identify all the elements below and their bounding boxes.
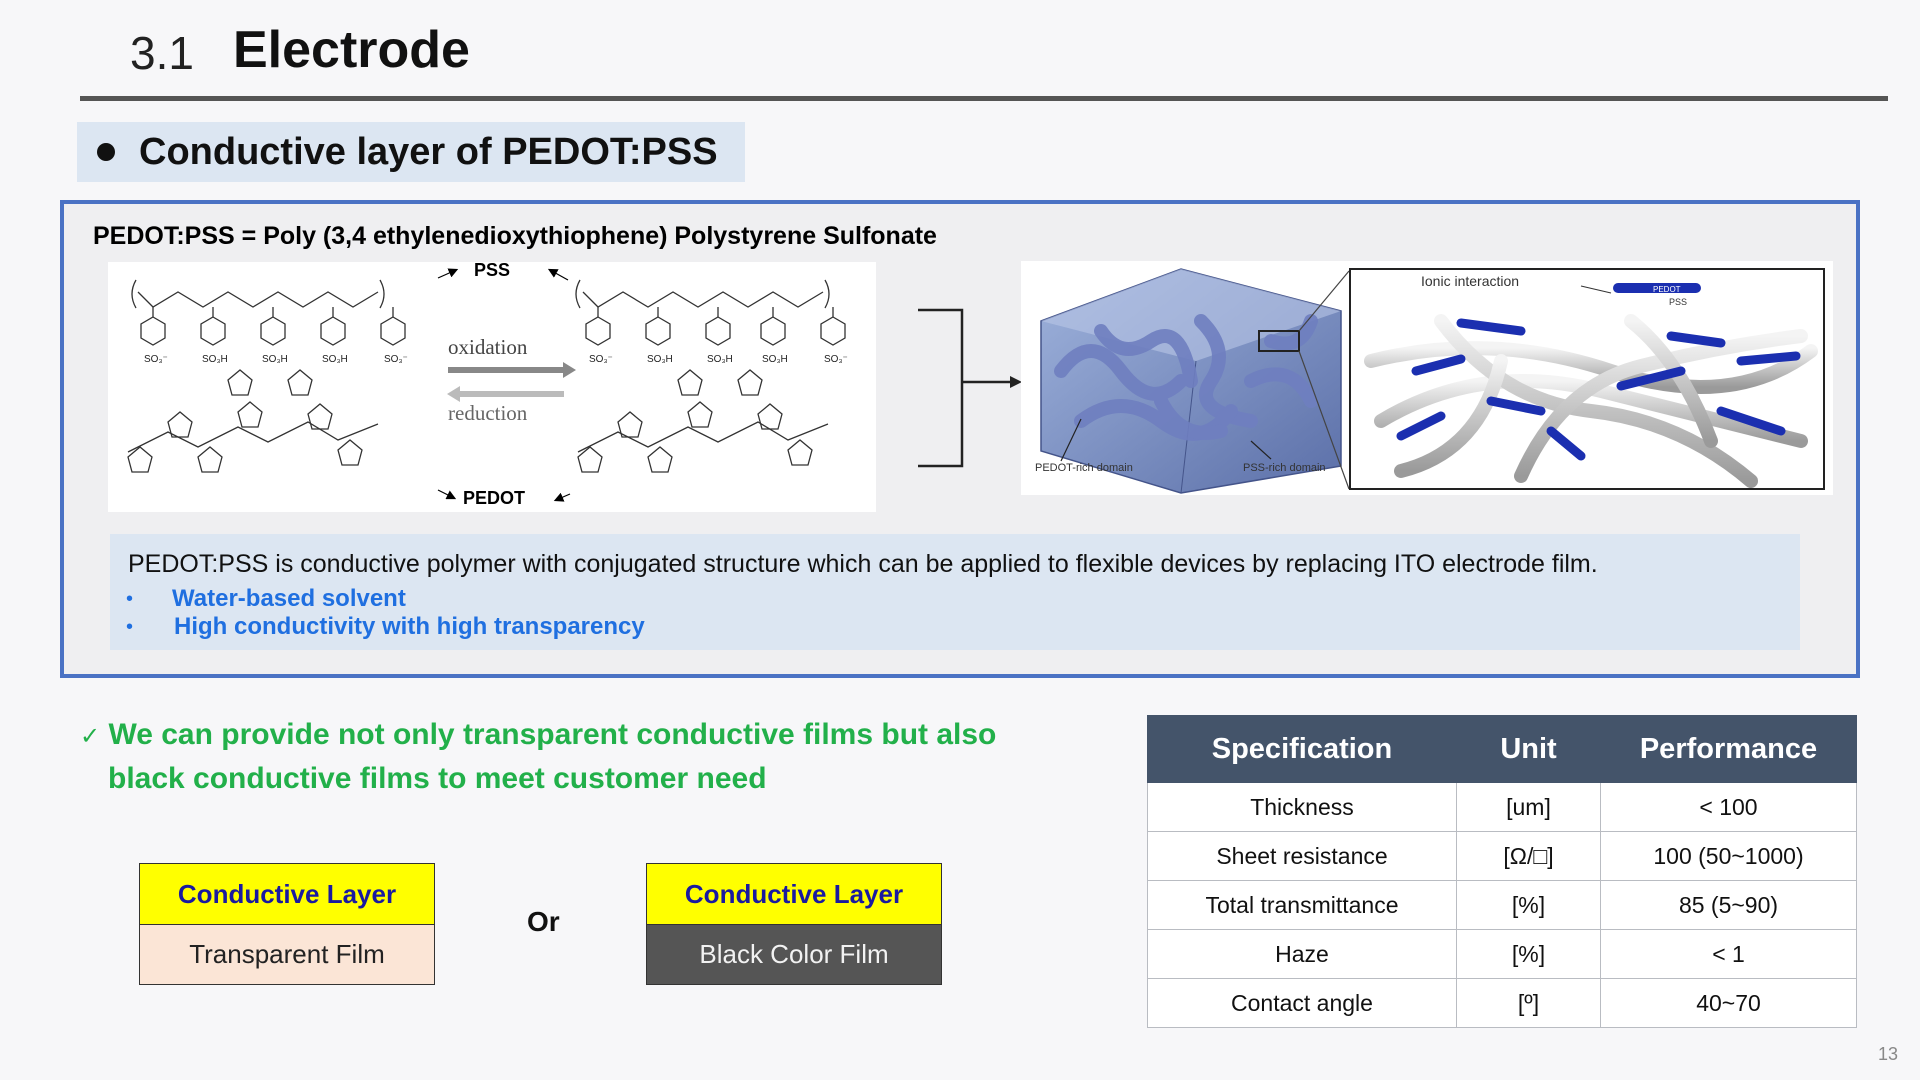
so3-label: SO₃⁻ — [144, 354, 168, 365]
pedot-definition: PEDOT:PSS = Poly (3,4 ethylenedioxythiop… — [93, 222, 937, 250]
table-row: Contact angle [º] 40~70 — [1147, 978, 1857, 1028]
bullet-dot-icon — [97, 143, 115, 161]
pss-label: PSS — [474, 262, 510, 280]
table-row: Total transmittance [%] 85 (5~90) — [1147, 880, 1857, 930]
so3-label: SO₃⁻ — [589, 354, 613, 365]
offer-message-line2: black conductive films to meet customer … — [108, 762, 767, 795]
bullet-water-based: Water-based solvent — [172, 585, 406, 612]
unit-cell: [Ω/□] — [1456, 831, 1601, 881]
oxidation-label: oxidation — [448, 335, 528, 359]
table-row: Haze [%] < 1 — [1147, 929, 1857, 979]
bracket-arrow-icon — [918, 308, 1022, 468]
black-film-label: Black Color Film — [647, 925, 941, 984]
spec-cell: Sheet resistance — [1147, 831, 1457, 881]
ionic-interaction-label: Ionic interaction — [1421, 273, 1519, 289]
page-title: Electrode — [233, 21, 470, 79]
unit-cell: [um] — [1456, 782, 1601, 832]
offer-message-text1: We can provide not only transparent cond… — [108, 718, 997, 751]
so3-label: SO₃⁻ — [824, 354, 848, 365]
spec-cell: Total transmittance — [1147, 880, 1457, 930]
check-icon: ✓ — [80, 723, 101, 750]
spec-table: Specification Unit Performance Thickness… — [1147, 715, 1857, 1028]
description-box — [110, 534, 1800, 650]
so3h-label: SO₃H — [202, 354, 228, 365]
subheading: Conductive layer of PEDOT:PSS — [77, 122, 745, 182]
performance-cell: < 100 — [1600, 782, 1857, 832]
offer-message-line1: ✓ We can provide not only transparent co… — [80, 718, 996, 752]
performance-cell: < 1 — [1600, 929, 1857, 979]
chemical-structure-figure: SO₃⁻ SO₃H SO₃H SO₃H SO₃⁻ SO₃⁻ SO₃H SO₃H … — [108, 262, 876, 512]
so3-label: SO₃⁻ — [384, 354, 408, 365]
unit-cell: [%] — [1456, 880, 1601, 930]
so3h-label: SO₃H — [762, 354, 788, 365]
performance-cell: 40~70 — [1600, 978, 1857, 1028]
table-header-row: Specification Unit Performance — [1147, 715, 1857, 783]
header-unit: Unit — [1456, 715, 1601, 783]
legend-pedot-label: PEDOT — [1653, 285, 1681, 294]
unit-cell: [%] — [1456, 929, 1601, 979]
pedot-rich-label: PEDOT-rich domain — [1035, 462, 1133, 474]
pedot-morphology-figure: PEDOT-rich domain PSS-rich domain Ionic … — [1021, 261, 1833, 495]
legend-pss-label: PSS — [1669, 297, 1687, 307]
header-specification: Specification — [1147, 715, 1457, 783]
spec-cell: Haze — [1147, 929, 1457, 979]
performance-cell: 100 (50~1000) — [1600, 831, 1857, 881]
bullet-high-conductivity: High conductivity with high transparency — [174, 613, 645, 640]
unit-cell: [º] — [1456, 978, 1601, 1028]
pedot-label: PEDOT — [463, 488, 525, 508]
black-film-stack: Conductive Layer Black Color Film — [646, 863, 942, 985]
spec-cell: Thickness — [1147, 782, 1457, 832]
conductive-layer-label: Conductive Layer — [647, 864, 941, 925]
transparent-film-label: Transparent Film — [140, 925, 434, 984]
so3h-label: SO₃H — [322, 354, 348, 365]
table-row: Sheet resistance [Ω/□] 100 (50~1000) — [1147, 831, 1857, 881]
or-label: Or — [527, 906, 560, 937]
title-divider — [80, 96, 1888, 101]
bullet-dot-icon: • — [126, 616, 134, 638]
description-text: PEDOT:PSS is conductive polymer with con… — [128, 550, 1598, 578]
so3h-label: SO₃H — [647, 354, 673, 365]
spec-cell: Contact angle — [1147, 978, 1457, 1028]
reduction-label: reduction — [448, 401, 528, 425]
header-performance: Performance — [1600, 715, 1857, 783]
subheading-text: Conductive layer of PEDOT:PSS — [139, 130, 718, 173]
conductive-layer-label: Conductive Layer — [140, 864, 434, 925]
pss-rich-label: PSS-rich domain — [1243, 462, 1326, 474]
transparent-film-stack: Conductive Layer Transparent Film — [139, 863, 435, 985]
section-number: 3.1 — [130, 27, 194, 79]
so3h-label: SO₃H — [262, 354, 288, 365]
page-number: 13 — [1877, 1044, 1898, 1064]
so3h-label: SO₃H — [707, 354, 733, 365]
table-row: Thickness [um] < 100 — [1147, 782, 1857, 832]
bullet-dot-icon: • — [126, 588, 134, 610]
performance-cell: 85 (5~90) — [1600, 880, 1857, 930]
